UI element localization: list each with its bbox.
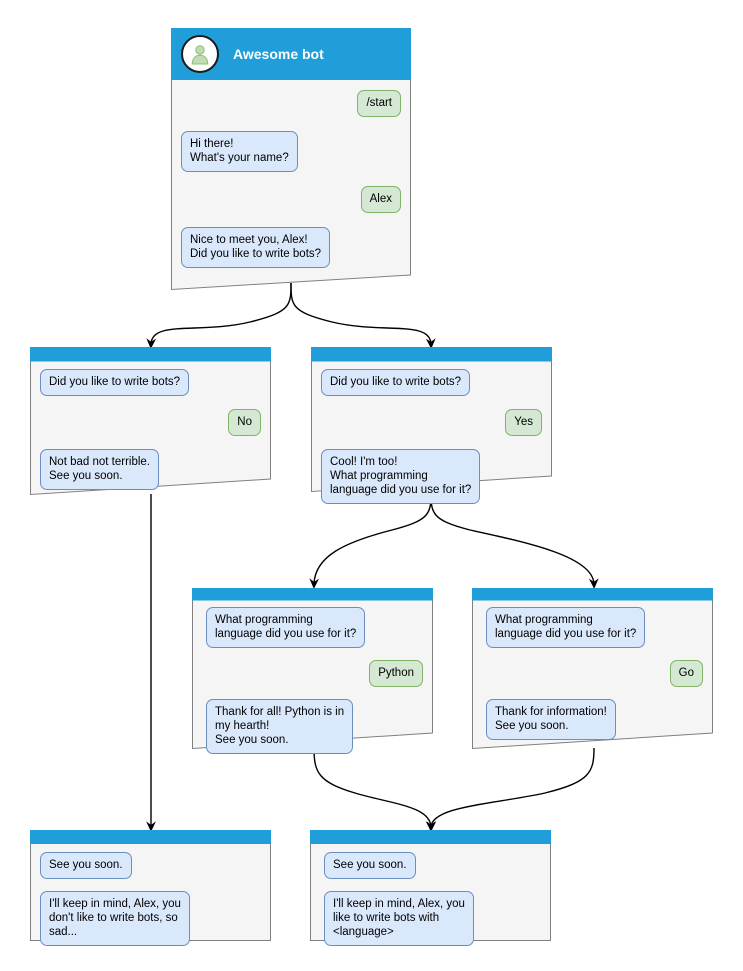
node-end-sad-header <box>30 830 271 844</box>
node-branch-no[interactable]: Did you like to write bots? No Not bad n… <box>30 347 271 496</box>
node-branch-python-header <box>192 588 433 600</box>
edge-go-to-end-happy <box>426 747 595 832</box>
node-branch-yes[interactable]: Did you like to write bots? Yes Cool! I'… <box>311 347 552 504</box>
message-row: Thank for all! Python is in my hearth! S… <box>206 699 423 754</box>
message-bubble-bot[interactable]: Nice to meet you, Alex! Did you like to … <box>181 227 331 268</box>
bot-title: Awesome bot <box>233 46 324 62</box>
node-root-header: Awesome bot <box>171 28 411 80</box>
node-root-messages: /start Hi there! What's your name? Alex … <box>171 80 411 268</box>
message-row: See you soon. <box>324 852 541 879</box>
message-row: Python <box>206 660 423 687</box>
message-row: See you soon. <box>40 852 261 879</box>
message-bubble-user[interactable]: /start <box>357 90 401 117</box>
node-end-sad-messages: See you soon. I'll keep in mind, Alex, y… <box>30 844 271 946</box>
node-branch-go-header <box>472 588 713 600</box>
message-row: Go <box>486 660 703 687</box>
edge-yes-to-python <box>309 490 432 589</box>
message-row: What programming language did you use fo… <box>486 607 703 648</box>
node-branch-python[interactable]: What programming language did you use fo… <box>192 588 433 754</box>
message-bubble-bot[interactable]: Not bad not terrible. See you soon. <box>40 449 160 490</box>
message-bubble-user[interactable]: Python <box>369 660 423 687</box>
message-row: Nice to meet you, Alex! Did you like to … <box>181 227 401 268</box>
node-branch-go-messages: What programming language did you use fo… <box>472 600 713 740</box>
message-bubble-bot[interactable]: Thank for all! Python is in my hearth! S… <box>206 699 354 754</box>
edge-yes-to-go <box>430 490 599 589</box>
user-avatar-icon <box>181 35 219 73</box>
message-bubble-user[interactable]: No <box>228 409 261 436</box>
message-bubble-bot[interactable]: See you soon. <box>324 852 416 879</box>
message-row: Yes <box>321 409 542 436</box>
message-bubble-bot[interactable]: Did you like to write bots? <box>40 369 190 396</box>
message-bubble-user[interactable]: Alex <box>360 186 401 213</box>
message-bubble-bot[interactable]: I'll keep in mind, Alex, you don't like … <box>40 891 190 946</box>
message-row: Did you like to write bots? <box>40 369 261 396</box>
message-row: Alex <box>181 186 401 213</box>
message-row: Cool! I'm too! What programming language… <box>321 449 542 504</box>
message-bubble-user[interactable]: Go <box>669 660 703 687</box>
message-row: Not bad not terrible. See you soon. <box>40 449 261 490</box>
node-branch-no-header <box>30 347 271 361</box>
node-end-happy-messages: See you soon. I'll keep in mind, Alex, y… <box>310 844 551 946</box>
message-row: Thank for information! See you soon. <box>486 699 703 740</box>
message-row: /start <box>181 90 401 117</box>
message-bubble-user[interactable]: Yes <box>505 409 542 436</box>
message-bubble-bot[interactable]: I'll keep in mind, Alex, you like to wri… <box>324 891 474 946</box>
edge-python-to-end-happy <box>313 747 436 832</box>
node-branch-go[interactable]: What programming language did you use fo… <box>472 588 713 750</box>
node-branch-python-messages: What programming language did you use fo… <box>192 600 433 754</box>
node-end-happy[interactable]: See you soon. I'll keep in mind, Alex, y… <box>310 830 551 946</box>
message-row: I'll keep in mind, Alex, you like to wri… <box>324 891 541 946</box>
message-bubble-bot[interactable]: Hi there! What's your name? <box>181 131 298 172</box>
node-root[interactable]: Awesome bot /start Hi there! What's your… <box>171 28 411 291</box>
message-bubble-bot[interactable]: What programming language did you use fo… <box>206 607 366 648</box>
message-bubble-bot[interactable]: Cool! I'm too! What programming language… <box>321 449 481 504</box>
message-bubble-bot[interactable]: What programming language did you use fo… <box>486 607 646 648</box>
message-bubble-bot[interactable]: Thank for information! See you soon. <box>486 699 616 740</box>
edge-root-to-no <box>146 282 292 349</box>
edge-root-to-yes <box>290 282 436 349</box>
node-branch-no-messages: Did you like to write bots? No Not bad n… <box>30 361 271 490</box>
message-bubble-bot[interactable]: Did you like to write bots? <box>321 369 471 396</box>
node-branch-yes-header <box>311 347 552 361</box>
node-branch-yes-messages: Did you like to write bots? Yes Cool! I'… <box>311 361 552 504</box>
message-row: What programming language did you use fo… <box>206 607 423 648</box>
node-end-happy-header <box>310 830 551 844</box>
message-row: Hi there! What's your name? <box>181 131 401 172</box>
message-row: No <box>40 409 261 436</box>
message-bubble-bot[interactable]: See you soon. <box>40 852 132 879</box>
node-end-sad[interactable]: See you soon. I'll keep in mind, Alex, y… <box>30 830 271 946</box>
message-row: I'll keep in mind, Alex, you don't like … <box>40 891 261 946</box>
message-row: Did you like to write bots? <box>321 369 542 396</box>
